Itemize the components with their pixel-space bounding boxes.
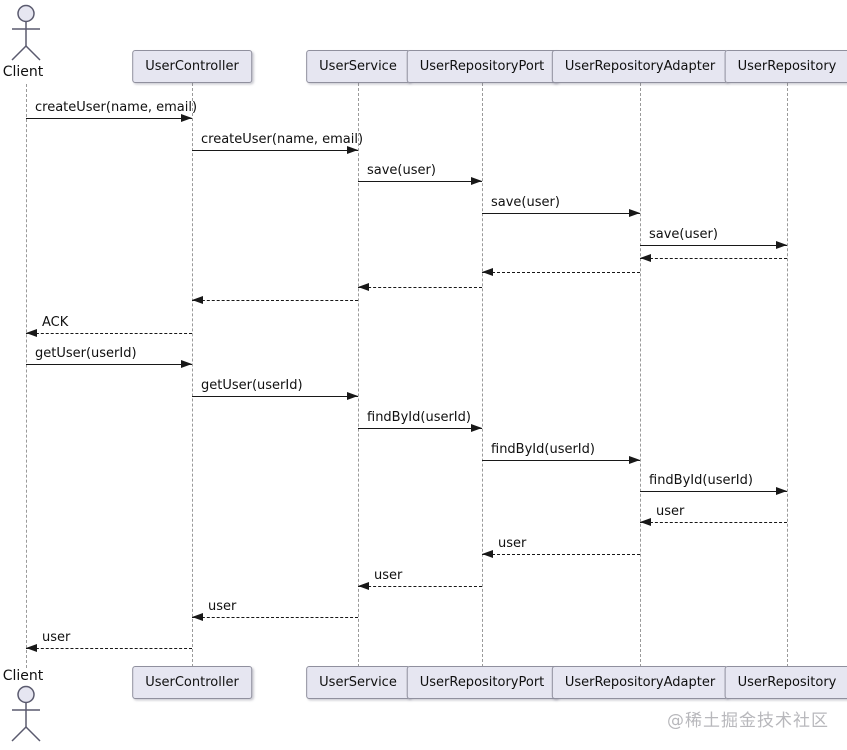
lifeline-userrepository	[787, 83, 788, 667]
message-15-arrowhead-icon	[640, 518, 651, 526]
message-14-arrowhead-icon	[776, 487, 787, 495]
message-3-line	[482, 213, 640, 214]
message-7-arrowhead-icon	[358, 283, 369, 291]
participant-usercontroller-bottom: UserController	[132, 666, 252, 699]
message-0-line	[26, 118, 192, 119]
actor-figure-icon	[11, 685, 41, 742]
message-1-line	[192, 150, 358, 151]
message-5-arrowhead-icon	[640, 254, 651, 262]
message-14-label: findById(userId)	[649, 473, 753, 488]
participant-userrepositoryport-top: UserRepositoryPort	[406, 50, 558, 83]
participant-usercontroller-top: UserController	[132, 50, 252, 83]
message-6-line	[482, 272, 640, 273]
message-13-arrowhead-icon	[629, 456, 640, 464]
message-11-line	[192, 396, 358, 397]
message-2-line	[358, 181, 482, 182]
message-13-label: findById(userId)	[491, 442, 595, 457]
message-19-line	[26, 648, 192, 649]
participant-userservice-bottom: UserService	[306, 666, 410, 699]
lifeline-userrepositoryport	[482, 83, 483, 667]
actor-figure-icon	[11, 4, 41, 61]
message-13-line	[482, 460, 640, 461]
actor-label-client-bottom: Client	[2, 668, 44, 684]
message-19-label: user	[42, 630, 71, 645]
message-10-arrowhead-icon	[181, 360, 192, 368]
message-9-arrowhead-icon	[26, 329, 37, 337]
participant-userservice-top: UserService	[306, 50, 410, 83]
message-2-label: save(user)	[367, 163, 436, 178]
message-14-line	[640, 491, 787, 492]
message-4-line	[640, 245, 787, 246]
message-6-arrowhead-icon	[482, 268, 493, 276]
lifeline-userrepositoryadapter	[640, 83, 641, 667]
message-3-label: save(user)	[491, 195, 560, 210]
message-18-label: user	[208, 599, 237, 614]
message-12-label: findById(userId)	[367, 410, 471, 425]
message-15-line	[640, 522, 787, 523]
message-5-line	[640, 258, 787, 259]
message-19-arrowhead-icon	[26, 644, 37, 652]
participant-userrepositoryadapter-bottom: UserRepositoryAdapter	[551, 666, 729, 699]
message-11-label: getUser(userId)	[201, 378, 303, 393]
message-16-arrowhead-icon	[482, 550, 493, 558]
message-10-label: getUser(userId)	[35, 346, 137, 361]
message-4-arrowhead-icon	[776, 241, 787, 249]
message-16-label: user	[498, 536, 527, 551]
message-9-line	[26, 333, 192, 334]
message-8-arrowhead-icon	[192, 296, 203, 304]
message-9-label: ACK	[42, 315, 69, 330]
participant-userrepositoryadapter-top: UserRepositoryAdapter	[551, 50, 729, 83]
message-1-label: createUser(name, email)	[201, 132, 364, 147]
message-11-arrowhead-icon	[347, 392, 358, 400]
message-17-line	[358, 586, 482, 587]
message-2-arrowhead-icon	[471, 177, 482, 185]
watermark: @稀土掘金技术社区	[667, 711, 829, 731]
message-4-label: save(user)	[649, 227, 718, 242]
message-18-line	[192, 617, 358, 618]
message-12-line	[358, 428, 482, 429]
message-1-arrowhead-icon	[347, 146, 358, 154]
message-3-arrowhead-icon	[629, 209, 640, 217]
message-0-arrowhead-icon	[181, 114, 192, 122]
message-17-arrowhead-icon	[358, 582, 369, 590]
message-16-line	[482, 554, 640, 555]
actor-label-client-top: Client	[2, 64, 44, 80]
message-12-arrowhead-icon	[471, 424, 482, 432]
message-7-line	[358, 287, 482, 288]
participant-userrepository-bottom: UserRepository	[724, 666, 847, 699]
message-18-arrowhead-icon	[192, 613, 203, 621]
lifeline-userservice	[358, 83, 359, 667]
message-8-line	[192, 300, 358, 301]
lifeline-client	[26, 84, 27, 668]
message-17-label: user	[374, 568, 403, 583]
participant-userrepository-top: UserRepository	[724, 50, 847, 83]
message-0-label: createUser(name, email)	[35, 100, 198, 115]
message-15-label: user	[656, 504, 685, 519]
participant-userrepositoryport-bottom: UserRepositoryPort	[406, 666, 558, 699]
message-10-line	[26, 364, 192, 365]
lifeline-usercontroller	[192, 83, 193, 667]
